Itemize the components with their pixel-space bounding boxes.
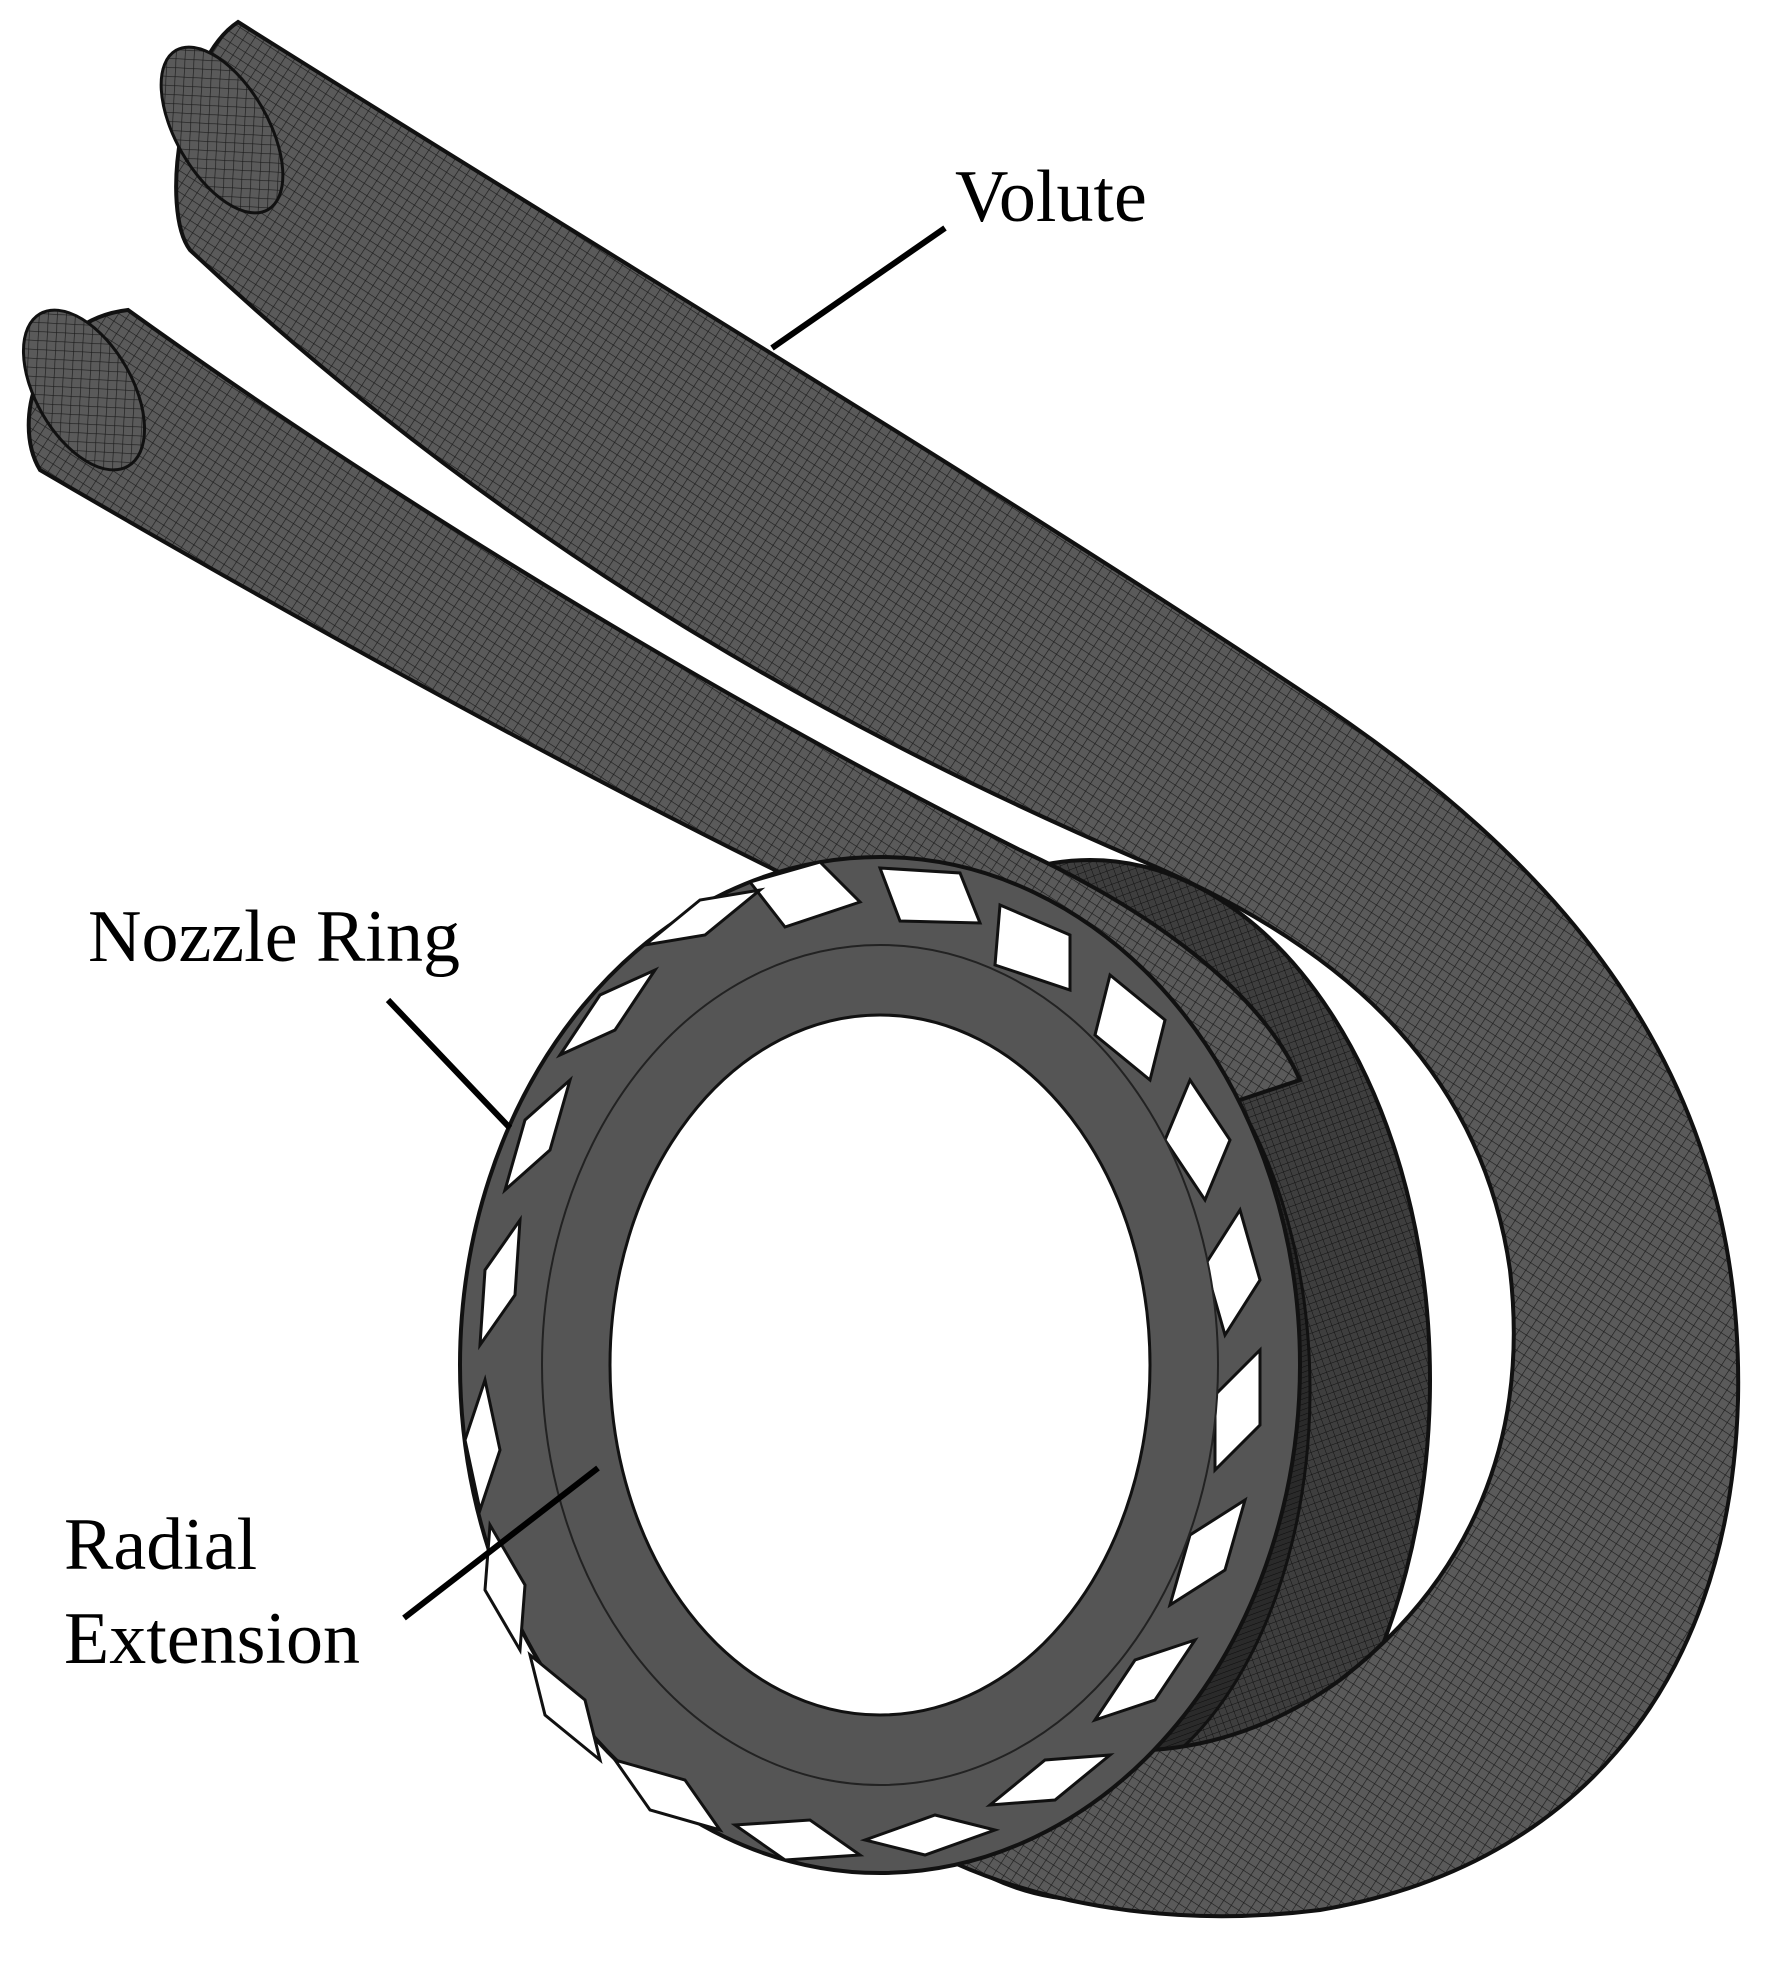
nozzle-ring-label: Nozzle Ring: [88, 896, 460, 978]
volute-leader-line: [770, 225, 947, 351]
nozzle-leader-line: [385, 997, 513, 1131]
leader-lines: [385, 225, 947, 1621]
radial-extension-label-line1: Radial: [64, 1504, 258, 1586]
volute-label: Volute: [955, 156, 1147, 238]
radial-leader-line: [402, 1465, 600, 1621]
radial-extension-label-line2: Extension: [64, 1598, 360, 1680]
nozzle-ring: [458, 855, 1302, 1875]
nozzle-vanes: [463, 860, 1262, 1862]
